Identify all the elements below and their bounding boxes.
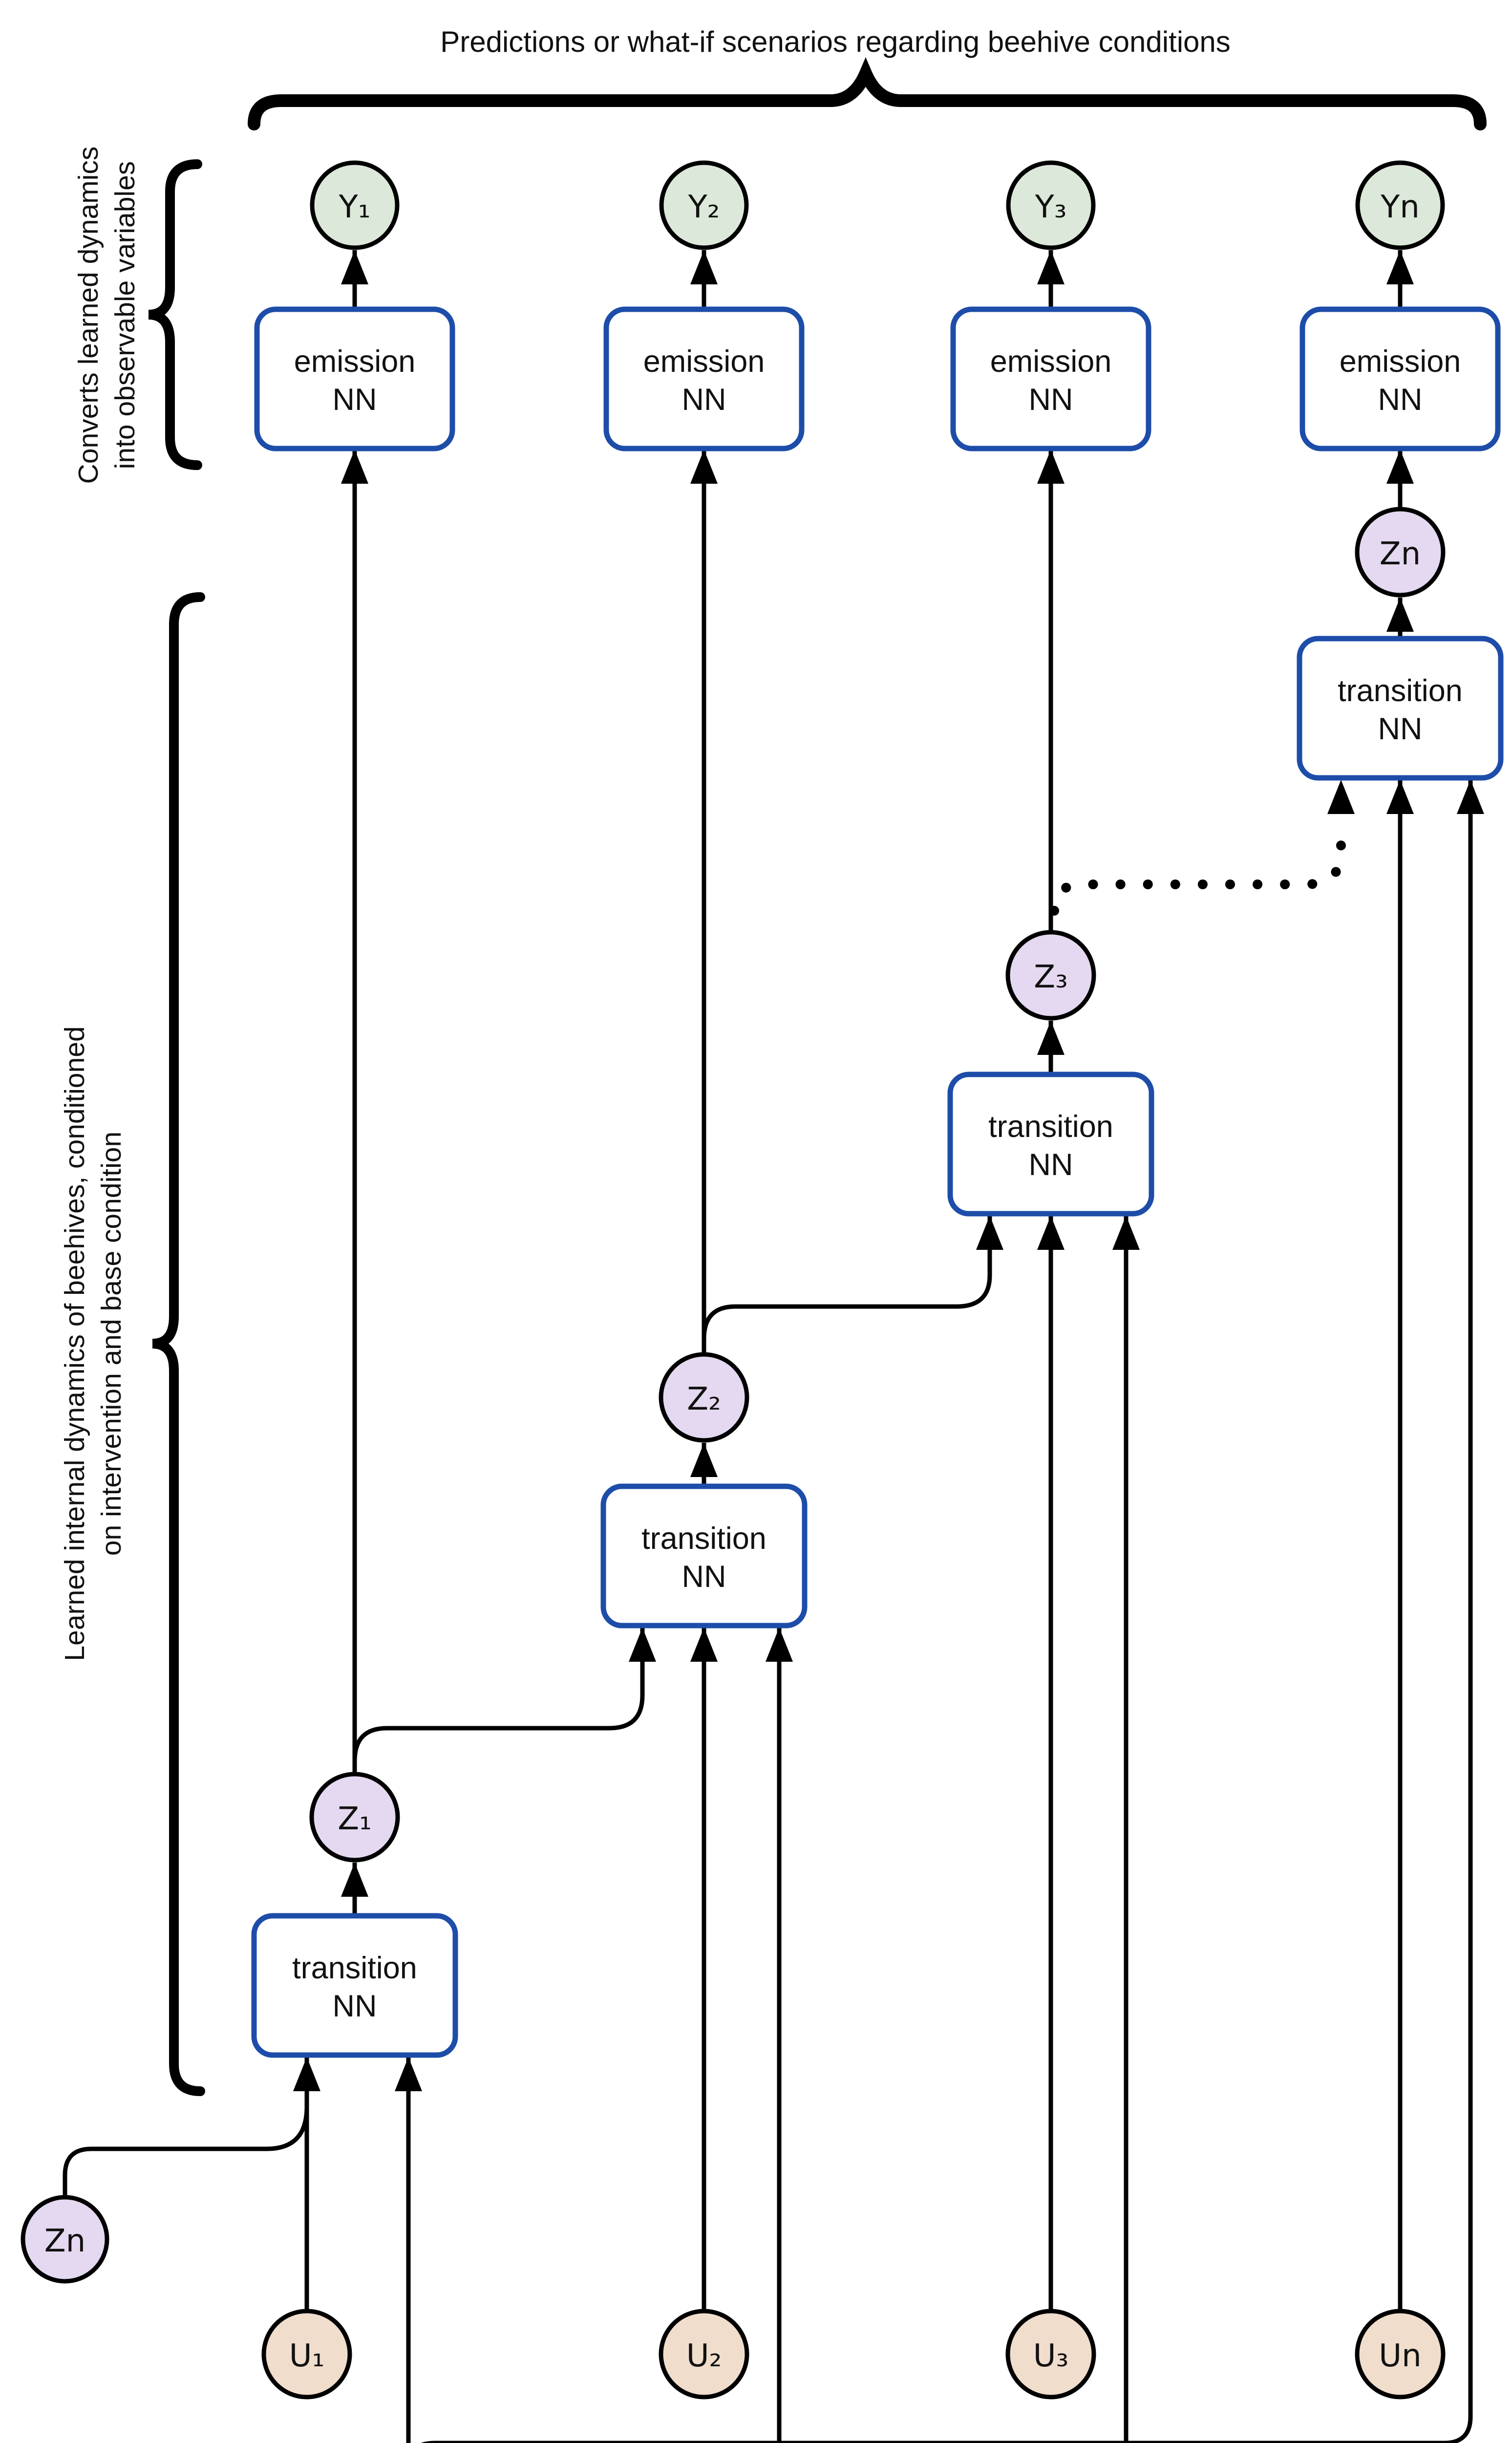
transition-nn-label-2: transition (641, 1522, 767, 1556)
node-un (1355, 2309, 1446, 2400)
emission-nn-label-1: emission (294, 344, 416, 379)
node-z3-label: Z₃ (1034, 959, 1068, 995)
node-y2-label: Y₂ (688, 189, 720, 225)
edge-z3-to-transition4-arrowhead (1327, 780, 1355, 814)
left-label-emission-line1: Converts learned dynamics (73, 147, 104, 484)
emission-nn-box-3 (950, 306, 1151, 451)
node-zn-initial (21, 2195, 109, 2284)
left-label-dynamics-line2: on intervention and base condition (96, 1132, 127, 1556)
edge-z1-to-transition2 (352, 1628, 656, 1761)
node-z1-label: Z₁ (338, 1801, 372, 1837)
node-z3 (1005, 930, 1096, 1021)
edge-z2-to-transition3 (702, 1216, 1003, 1339)
emission-nn-label-1b: NN (333, 383, 377, 417)
top-title: Predictions or what-if scenarios regardi… (440, 25, 1231, 58)
transition-nn-label-1b: NN (333, 1989, 377, 2023)
node-un-label: Un (1379, 2338, 1421, 2374)
node-y3 (1006, 160, 1096, 250)
node-zn (1355, 507, 1446, 598)
left-label-emission-line2: into observable variables (109, 161, 141, 470)
transition-nn-box-3 (947, 1071, 1154, 1217)
emission-nn-label-3b: NN (1029, 383, 1073, 417)
top-brace (248, 57, 1487, 130)
node-yn (1355, 160, 1445, 250)
node-u1 (261, 2309, 352, 2400)
transition-nn-label-4b: NN (1378, 712, 1423, 746)
transition-nn-box-2 (600, 1483, 808, 1629)
node-u2 (659, 2309, 749, 2400)
transition-nn-label-2b: NN (682, 1560, 726, 1594)
emission-nn-box-2 (603, 306, 805, 451)
transition-nn-box-4 (1297, 636, 1504, 781)
emission-nn-label-2b: NN (682, 383, 726, 417)
edge-b0-bus-to-transition4 (421, 780, 1484, 2443)
left-label-dynamics-line1: Learned internal dynamics of beehives, c… (59, 1026, 90, 1661)
transition-nn-label-3: transition (988, 1110, 1113, 1144)
node-u3-label: U₃ (1033, 2338, 1069, 2374)
emission-nn-box-4 (1299, 306, 1501, 451)
transition-nn-label-1: transition (292, 1951, 417, 1985)
node-y3-label: Y₃ (1035, 189, 1067, 225)
node-y1 (310, 160, 400, 250)
transition-nn-box-1 (251, 1913, 458, 2058)
left-brace-emission (148, 159, 202, 470)
emission-nn-label-4b: NN (1378, 383, 1423, 417)
transition-nn-label-4: transition (1338, 674, 1463, 708)
node-z2-label: Z₂ (687, 1381, 721, 1417)
node-y2 (659, 160, 749, 250)
emission-nn-box-1 (254, 306, 455, 451)
node-y1-label: Y₁ (339, 189, 371, 225)
node-z1 (309, 1772, 400, 1863)
node-u1-label: U₁ (289, 2338, 325, 2374)
node-z2 (659, 1352, 749, 1443)
node-yn-label: Yn (1380, 189, 1420, 225)
node-u3 (1005, 2309, 1096, 2400)
left-brace-dynamics (152, 592, 205, 2096)
emission-nn-label-4: emission (1340, 344, 1461, 379)
node-zn-initial-label: Zn (44, 2223, 85, 2259)
transition-nn-label-3b: NN (1029, 1148, 1073, 1182)
node-zn-label: Zn (1380, 536, 1421, 572)
emission-nn-label-3: emission (990, 344, 1112, 379)
edge-zinit-merge (63, 2106, 309, 2197)
emission-nn-label-2: emission (643, 344, 765, 379)
node-u2-label: U₂ (686, 2338, 722, 2374)
edge-z3-to-transition4-dotted (1049, 820, 1346, 916)
